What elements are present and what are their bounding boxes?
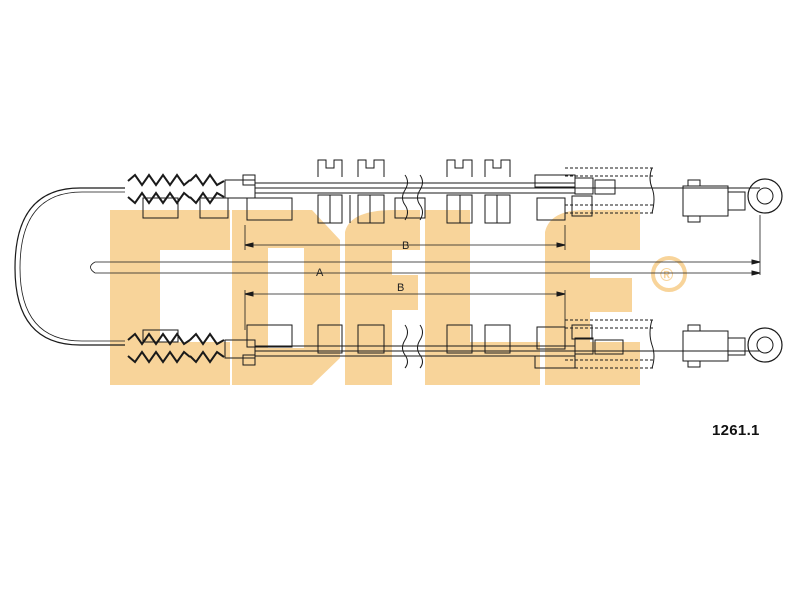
upper-nut <box>571 195 593 217</box>
lower-end-fitting <box>682 330 729 362</box>
lower-end-sleeve <box>534 355 576 369</box>
lower-break <box>402 324 408 369</box>
lower-ferrule <box>246 324 293 348</box>
dim-label-b-upper: B <box>402 240 409 252</box>
upper-end-sleeve <box>534 174 576 188</box>
upper-clip-2-body <box>357 194 385 224</box>
part-number: 1261.1 <box>712 422 760 439</box>
lower-eye-connector <box>728 337 746 356</box>
upper-adjuster <box>574 177 594 195</box>
lower-clip-1 <box>317 324 343 354</box>
dim-label-a: A <box>316 267 324 279</box>
lower-clip-4 <box>484 324 511 354</box>
upper-end-fitting <box>682 185 729 217</box>
logo-letter-o <box>232 210 340 385</box>
lower-cable-assembly <box>127 319 783 369</box>
dim-label-b-lower: B <box>397 282 404 294</box>
upper-boot-end <box>142 197 179 219</box>
lower-dashed-housing <box>565 319 655 369</box>
cable-loop <box>14 187 125 346</box>
lower-eye-inner <box>756 336 774 354</box>
upper-eye-inner <box>756 187 774 205</box>
logo-registered-circle <box>651 256 687 292</box>
upper-bellows-boot <box>127 173 191 205</box>
upper-sleeve <box>224 179 256 199</box>
upper-clip-3 <box>446 159 473 177</box>
lower-clip-3 <box>446 324 473 354</box>
lower-bellows-boot-2 <box>189 332 225 364</box>
upper-adjuster-2 <box>594 179 616 195</box>
lower-end-ferrule <box>536 326 566 350</box>
logo-letter-e <box>545 210 640 385</box>
upper-end-ferrule <box>536 197 566 221</box>
upper-end-fitting-neck-2 <box>687 215 701 223</box>
lower-adjuster <box>574 337 594 355</box>
logo-registered-mark: ® <box>660 265 673 285</box>
cable-loop-inner <box>19 191 125 342</box>
lower-eye-outer <box>747 327 783 363</box>
lower-end-fitting-neck-2 <box>687 360 701 368</box>
upper-cable-assembly <box>127 159 783 224</box>
lower-nut <box>571 324 593 340</box>
lower-clip-2 <box>357 324 385 354</box>
upper-end-fitting-neck <box>687 179 701 187</box>
upper-clip-2 <box>357 159 385 177</box>
lower-boot-end <box>142 329 179 343</box>
upper-clip-1 <box>317 159 343 177</box>
logo-letter-l <box>425 210 540 385</box>
lower-sleeve-collar <box>242 354 256 366</box>
cofle-logo <box>110 210 687 385</box>
lower-adjuster-2 <box>594 339 624 355</box>
lower-end-fitting-neck <box>687 324 701 332</box>
upper-eye-outer <box>747 178 783 214</box>
upper-bellows-boot-2 <box>189 173 225 205</box>
upper-dashed-housing <box>565 167 655 214</box>
upper-ferrule <box>246 197 293 221</box>
dimension-lines <box>90 215 761 330</box>
dim-a-line <box>90 261 760 274</box>
upper-clip-4 <box>484 159 511 177</box>
logo-letter-f <box>345 210 420 385</box>
lower-bellows-boot <box>127 332 191 364</box>
upper-boot-end-2 <box>199 197 229 219</box>
upper-center-block <box>394 197 426 219</box>
upper-eye-connector <box>728 191 746 211</box>
upper-sleeve-collar <box>242 174 256 186</box>
